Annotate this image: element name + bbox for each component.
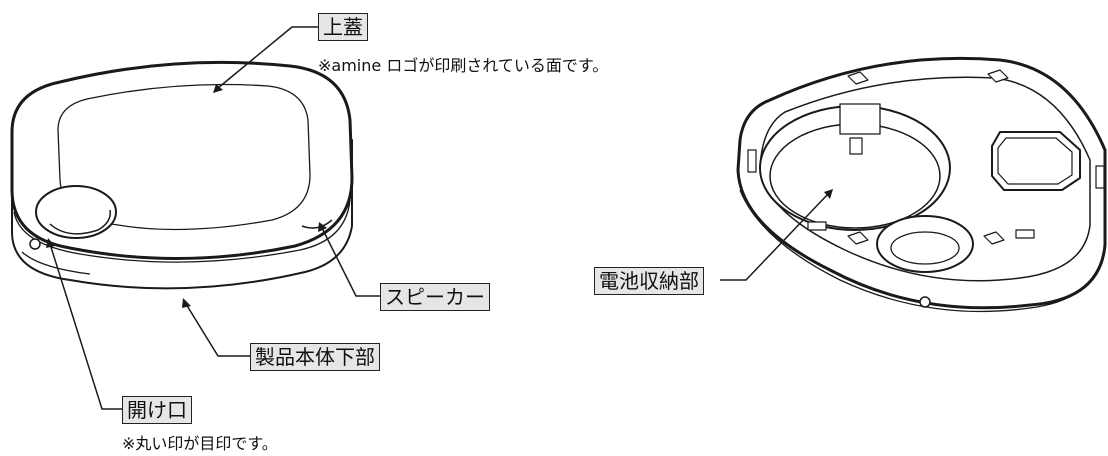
finger-hole (35, 185, 117, 239)
label-battery-compartment: 電池収納部 (594, 267, 704, 295)
battery-contact (839, 103, 881, 135)
note-opening: ※丸い印が目印です。 (122, 434, 278, 453)
octagon-window (991, 131, 1081, 191)
arrowhead (46, 238, 55, 248)
arrowhead (318, 222, 327, 232)
finger-hole-depth (49, 209, 111, 235)
clip (983, 231, 1005, 245)
side-tab (807, 221, 827, 231)
side-tab (747, 149, 757, 173)
clip (987, 69, 1009, 83)
opening-marker (29, 238, 41, 250)
label-speaker: スピーカー (380, 283, 490, 311)
leader-battery (720, 193, 829, 281)
label-opening: 開け口 (122, 396, 192, 424)
arrowhead (213, 84, 223, 93)
leader-arrowheads (46, 84, 833, 308)
label-top-lid: 上蓋 (318, 13, 368, 41)
lower-oval-hole-inner (890, 231, 960, 265)
arrowhead (824, 189, 833, 199)
octagon-window-inner (997, 137, 1073, 185)
note-top-lid: ※amine ロゴが印刷されている面です。 (318, 56, 609, 75)
label-body-bottom: 製品本体下部 (250, 343, 380, 371)
leader-opening (49, 243, 122, 410)
battery-contact-pin (849, 137, 863, 155)
leader-speaker (321, 227, 380, 297)
lid-inner-panel (57, 83, 311, 231)
open-device (736, 56, 1107, 313)
leader-lines (49, 26, 829, 410)
speaker-slot (301, 219, 333, 229)
body-lower-seam (21, 251, 91, 275)
leader-body-bottom (185, 303, 250, 357)
open-device-marker (919, 296, 931, 308)
clip (847, 71, 869, 85)
side-tab (1015, 229, 1035, 239)
assembled-device (10, 60, 354, 290)
clip (847, 231, 869, 245)
side-tab (1095, 165, 1105, 189)
leader-top-lid (217, 26, 318, 89)
arrowhead (182, 298, 191, 308)
